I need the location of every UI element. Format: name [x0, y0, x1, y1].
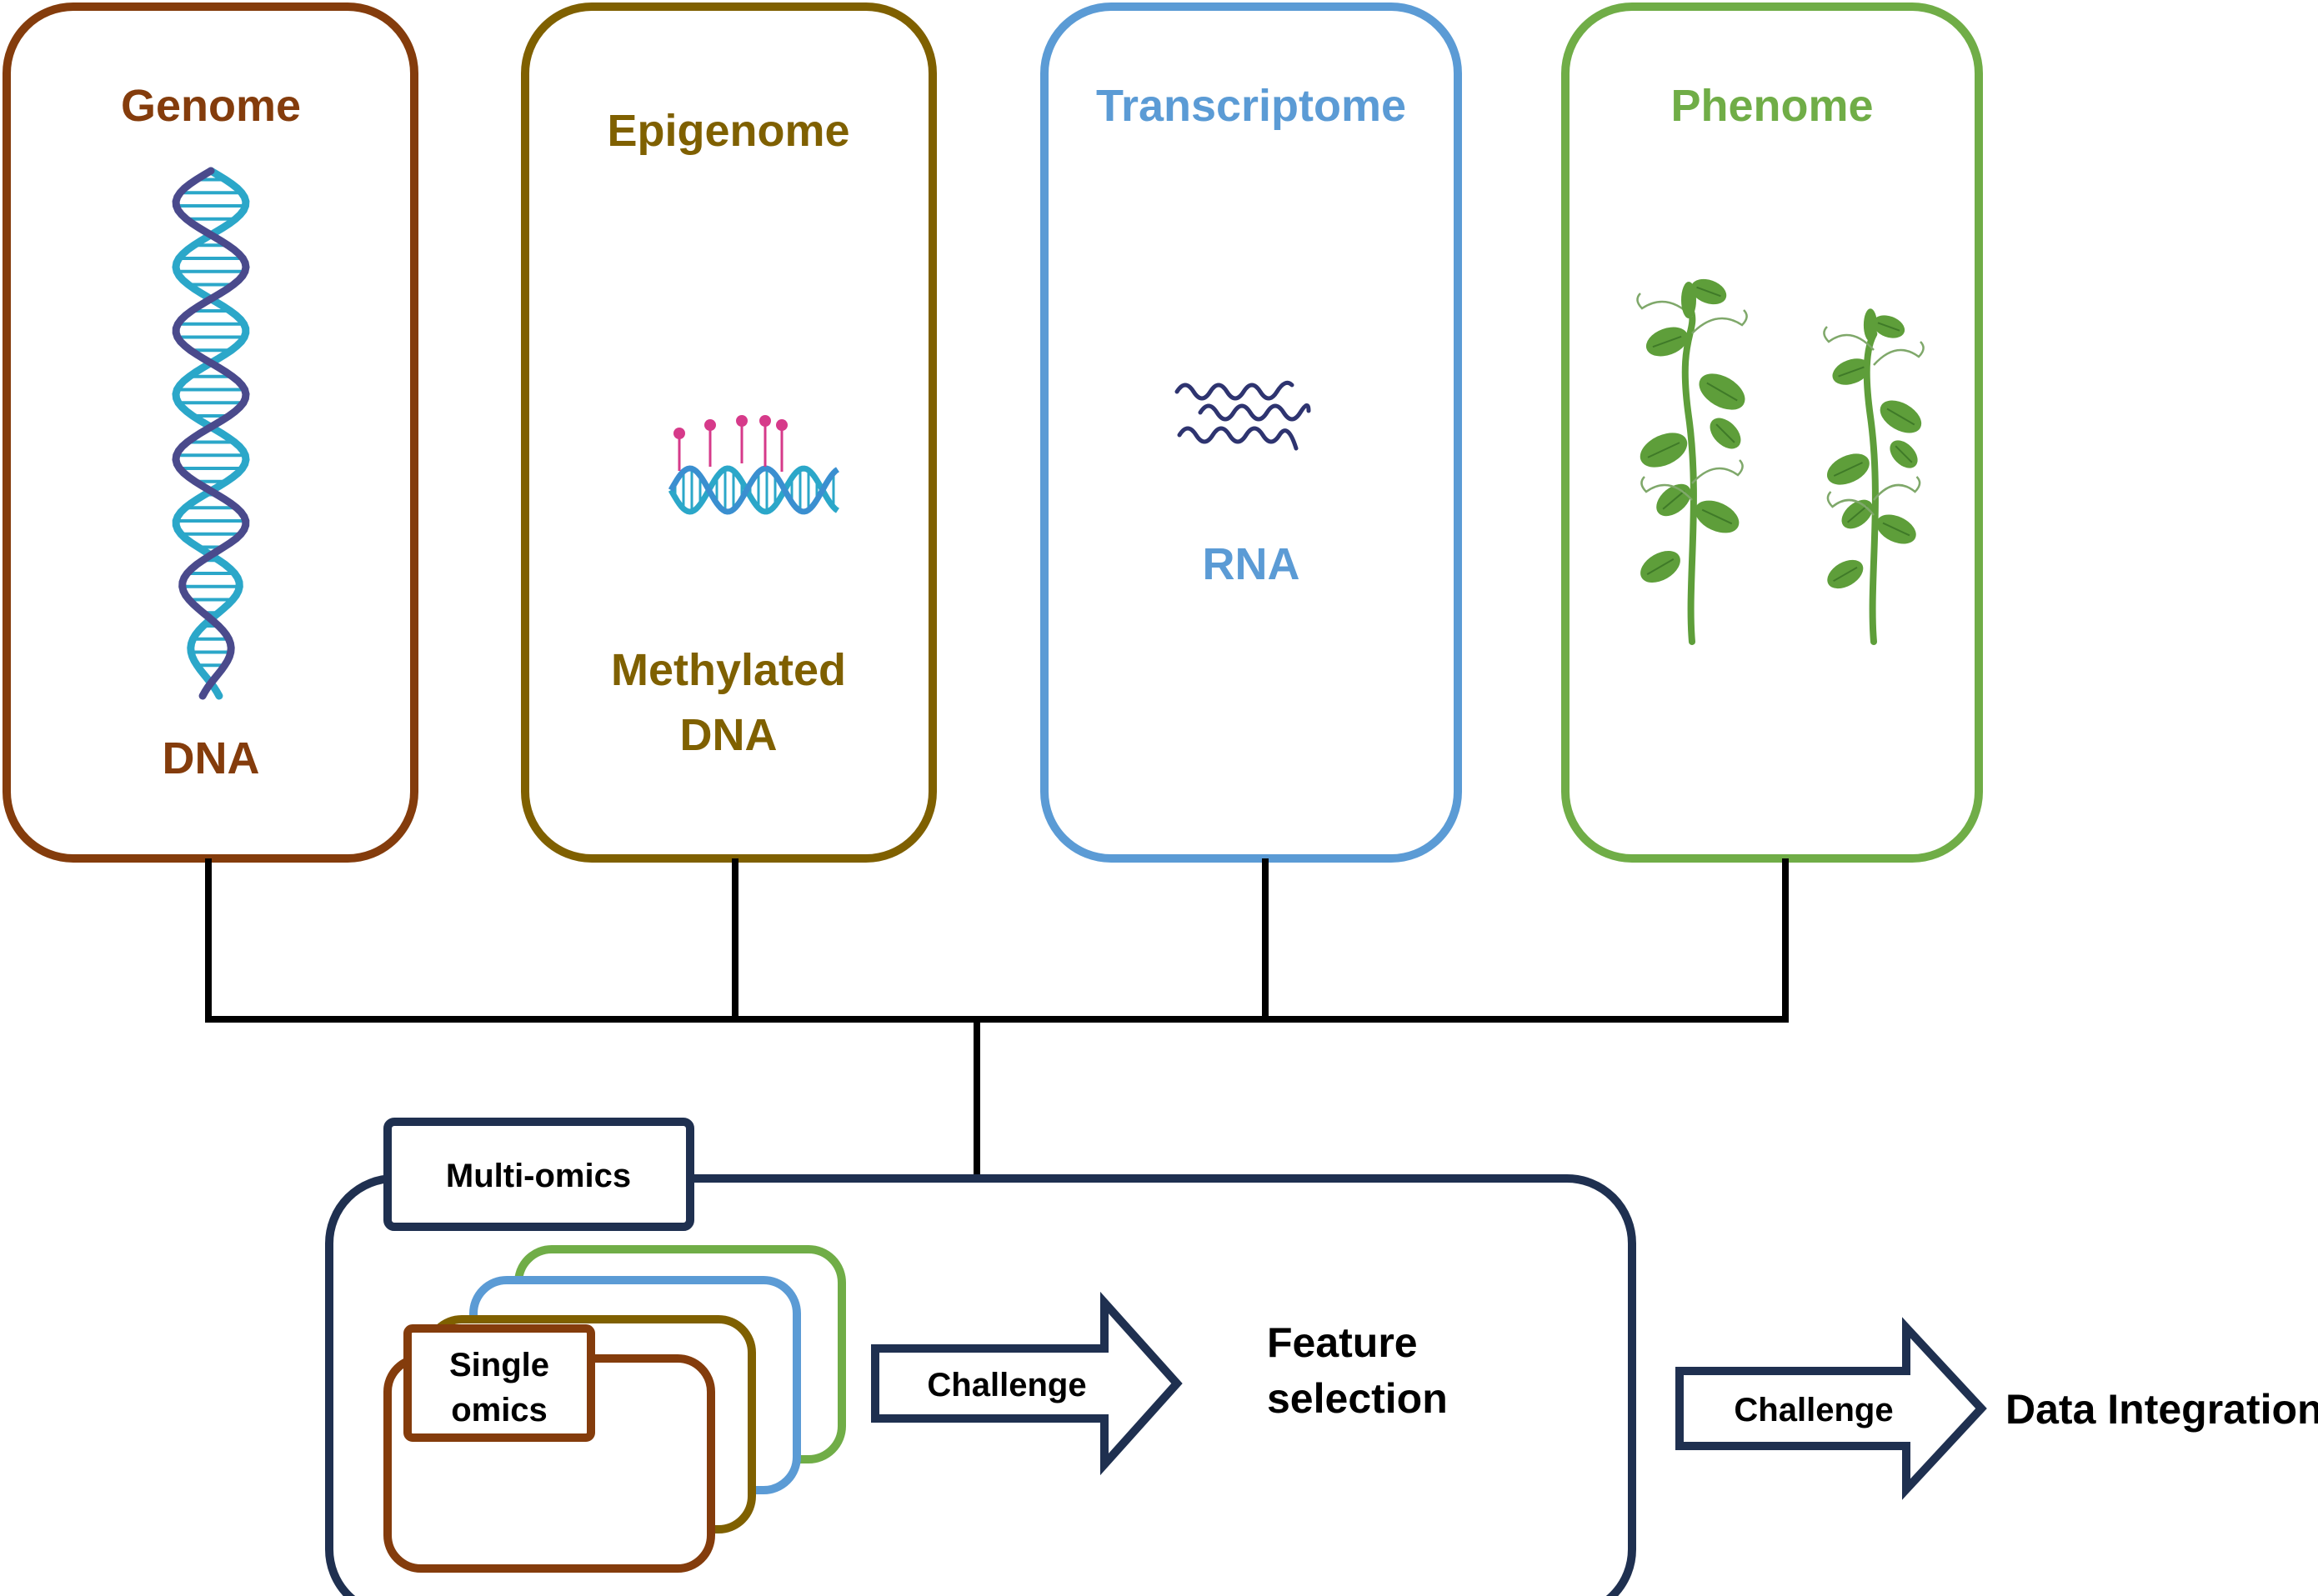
- single-omics-label-line-1: Single: [449, 1347, 549, 1383]
- plant-leaf-vein: [1647, 442, 1680, 458]
- epigenome-subtitle-line-2: DNA: [680, 710, 778, 760]
- multi-omics-panel: Multi-omics Single omics Challenge Featu…: [325, 1118, 1636, 1596]
- challenge-arrow-2-label: Challenge: [1734, 1392, 1893, 1428]
- single-omics-label-line-2: omics: [451, 1392, 548, 1428]
- methyl-dna-strand-b: [668, 465, 839, 515]
- plant-tendril: [1691, 309, 1748, 334]
- epigenome-subtitle-line-1: Methylated: [611, 645, 846, 695]
- genome-title: Genome: [121, 81, 301, 131]
- plant-tendril: [1691, 459, 1744, 484]
- transcriptome-box: Transcriptome RNA: [1040, 3, 1462, 863]
- plant-leaf-vein: [1877, 322, 1900, 332]
- single-omics-label-box: [403, 1324, 595, 1442]
- plant-bud: [1681, 282, 1696, 318]
- transcriptome-box-border: [1040, 3, 1462, 863]
- multi-omics-tab: [383, 1118, 694, 1231]
- phenome-box-border: [1561, 3, 1983, 863]
- plant-leaf-vein: [1833, 462, 1863, 477]
- plant-leaf-vein: [1882, 522, 1910, 537]
- plant-leaf-vein: [1833, 566, 1858, 583]
- dna-strand-b: [172, 167, 250, 700]
- rna-strands-icon: [1174, 380, 1311, 451]
- methyl-pin-head: [776, 419, 788, 431]
- epigenome-box: Epigenome Methylated DNA: [521, 3, 937, 863]
- dna-helix-icon: [172, 167, 250, 700]
- transcriptome-subtitle: RNA: [1203, 539, 1300, 589]
- methyl-pin-head: [704, 419, 716, 431]
- genome-subtitle: DNA: [163, 733, 260, 783]
- phenome-title: Phenome: [1670, 81, 1873, 131]
- plant-tendril: [1873, 476, 1921, 501]
- plant-leaf-vein: [1886, 408, 1915, 426]
- rna-strand-3: [1177, 426, 1299, 451]
- methyl-dna-strand-a: [668, 465, 839, 515]
- plant-tendril: [1636, 293, 1693, 318]
- plant-leaf-vein: [1646, 558, 1675, 575]
- connector-lines: [205, 858, 1789, 1178]
- plant-leaf-vein: [1838, 366, 1865, 378]
- integration-step: Challenge Data Integration: [1675, 1317, 2318, 1500]
- plant-leaf-vein: [1662, 490, 1685, 510]
- rna-strand-2: [1198, 403, 1311, 422]
- methyl-pin-head: [673, 428, 685, 439]
- genome-box-border: [3, 3, 418, 863]
- plant-leaf-vein: [1895, 445, 1913, 463]
- data-integration-label: Data Integration: [2005, 1386, 2318, 1433]
- plant-bud: [1863, 308, 1878, 342]
- rna-strand-1: [1174, 380, 1294, 401]
- plant-leaf-vein: [1652, 335, 1682, 348]
- transcriptome-title: Transcriptome: [1096, 81, 1406, 131]
- plant-tendril: [1823, 326, 1875, 351]
- methyl-pin-head: [736, 415, 748, 427]
- challenge-arrow-1: [871, 1291, 1183, 1476]
- plant-leaf-vein: [1706, 382, 1738, 402]
- phenome-box: Phenome: [1561, 3, 1983, 863]
- epigenome-box-border: [521, 3, 937, 863]
- plant-stem: [1681, 305, 1697, 645]
- plant-tendril: [1640, 476, 1693, 501]
- dna-strand-a: [172, 167, 250, 700]
- plant-leaf-vein: [1715, 423, 1735, 443]
- genome-box: Genome DNA: [3, 3, 418, 863]
- methylated-dna-icon: [668, 415, 839, 515]
- plant-tendril: [1873, 341, 1925, 366]
- challenge-arrow-2: [1675, 1317, 1987, 1500]
- epigenome-title: Epigenome: [607, 106, 849, 156]
- plant-leaf-vein: [1846, 505, 1868, 523]
- plant-tendril: [1826, 491, 1875, 516]
- feature-selection-line-1: Feature: [1267, 1319, 1418, 1366]
- pea-plant-icon: [1636, 278, 1925, 645]
- plant-leaf-vein: [1696, 286, 1721, 298]
- methyl-pin-head: [759, 415, 771, 427]
- challenge-arrow-1-label: Challenge: [927, 1367, 1086, 1403]
- multi-omics-tab-label: Multi-omics: [446, 1158, 631, 1194]
- plant-leaf-vein: [1701, 508, 1733, 525]
- feature-selection-line-2: selection: [1267, 1375, 1448, 1422]
